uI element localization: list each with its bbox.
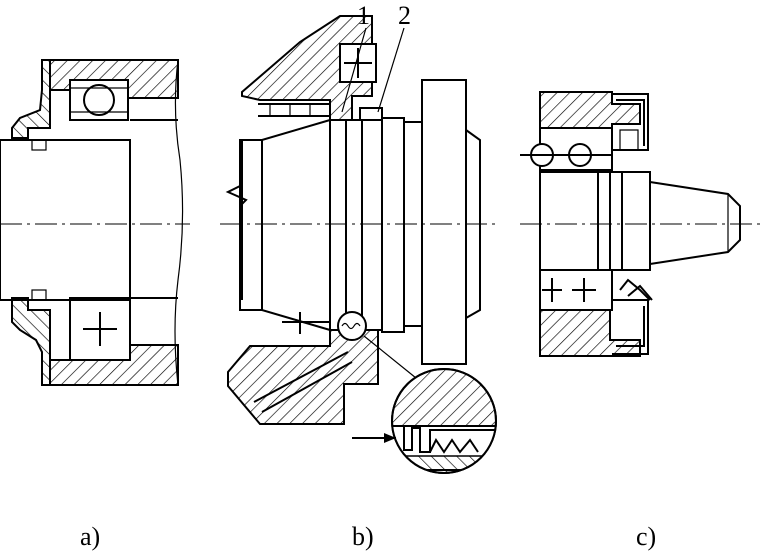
housing-bottom-c xyxy=(539,309,641,357)
shaft-c xyxy=(539,171,651,271)
ball-icon xyxy=(83,84,115,116)
shaft-a xyxy=(0,139,131,301)
seal-ring-icon xyxy=(337,311,367,341)
view-c xyxy=(520,91,760,357)
caption-b: b) xyxy=(352,522,374,551)
callout-1: 1 xyxy=(357,1,370,30)
view-a xyxy=(0,59,190,386)
seal-cover-upper-a xyxy=(11,59,51,139)
shaft-b xyxy=(239,118,331,332)
view-b xyxy=(220,15,500,474)
caption-c: c) xyxy=(636,522,656,551)
housing-top-b xyxy=(241,15,373,121)
callout-2: 2 xyxy=(398,1,411,30)
caption-a: a) xyxy=(80,522,100,551)
housing-top-c xyxy=(539,91,641,129)
seal-cover-lower-a xyxy=(11,297,51,386)
